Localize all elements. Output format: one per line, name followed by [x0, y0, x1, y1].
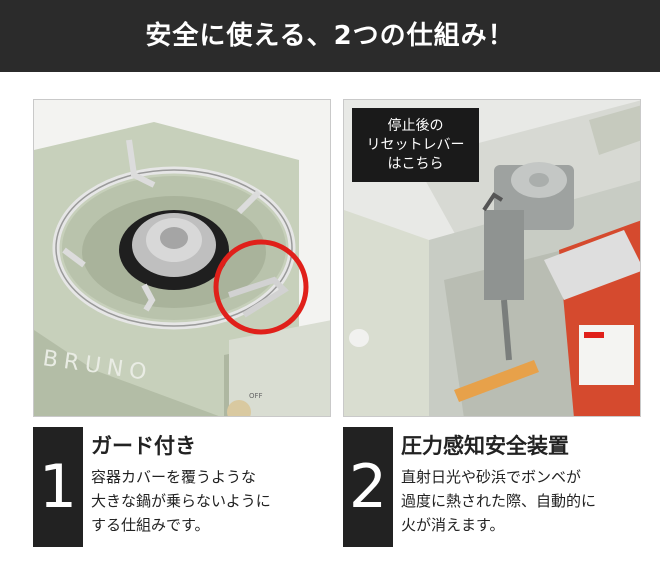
header-bar: 安全に使える、2つの仕組み！ [0, 0, 660, 72]
feature-2-number: 2 [348, 452, 388, 522]
feature-2-number-box: 2 [343, 427, 393, 547]
feature-1-desc-line: 容器カバーを覆うような [91, 468, 257, 486]
highlight-circle [213, 239, 309, 335]
feature-2-desc-line: 過度に熱された際、自動的に [401, 492, 597, 510]
reset-lever-callout: 停止後の リセットレバー はこちら [352, 108, 479, 182]
feature-1-desc-line: する仕組みです。 [91, 516, 210, 534]
callout-line-2: リセットレバー [366, 137, 465, 153]
callout-line-1: 停止後の [387, 118, 444, 134]
feature-2-description: 直射日光や砂浜でボンベが 過度に熱された際、自動的に 火が消えます。 [401, 465, 596, 537]
page-title: 安全に使える、2つの仕組み！ [145, 21, 515, 51]
safety-device-photo: 停止後の リセットレバー はこちら [343, 99, 641, 417]
knob-label: OFF [249, 392, 263, 400]
feature-1-number-box: 1 [33, 427, 83, 547]
feature-2-desc-line: 火が消えます。 [401, 516, 505, 534]
feature-2-title: 圧力感知安全装置 [401, 434, 569, 458]
feature-1-title: ガード付き [91, 434, 196, 458]
feature-1-number: 1 [38, 452, 78, 522]
stove-guard-photo: BRUNO OFF [33, 99, 331, 417]
callout-line-3: はこちら [387, 156, 444, 172]
stove-illustration: BRUNO OFF [34, 100, 330, 416]
feature-2-desc-line: 直射日光や砂浜でボンベが [401, 468, 582, 486]
feature-1-description: 容器カバーを覆うような 大きな鍋が乗らないように する仕組みです。 [91, 465, 271, 537]
feature-1-desc-line: 大きな鍋が乗らないように [91, 492, 271, 510]
